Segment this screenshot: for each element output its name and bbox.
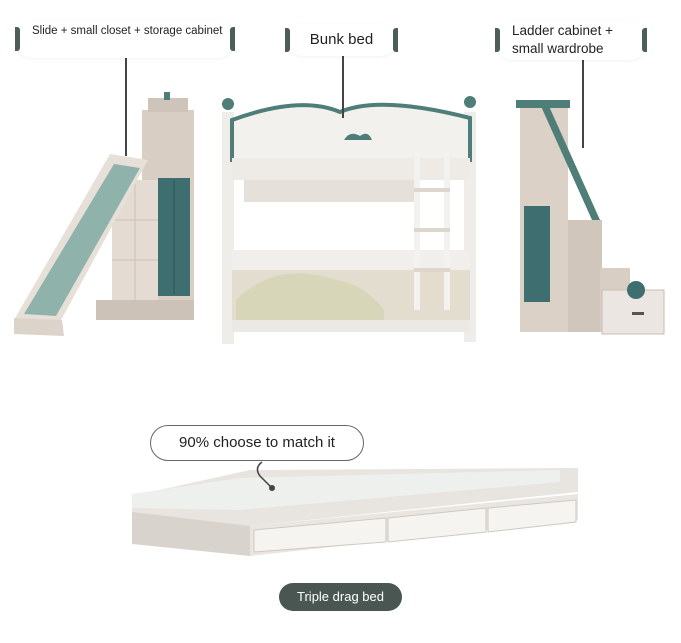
slide-cabinet-image	[14, 92, 194, 336]
label-cap-right	[230, 27, 235, 51]
label-cap-left	[285, 28, 290, 52]
label-cap-left	[495, 28, 500, 52]
match-note-label: 90% choose to match it	[150, 425, 364, 461]
bunk-bed-label: Bunk bed	[285, 24, 398, 56]
bunk-bed-image	[222, 96, 476, 344]
bunk-label-connector	[342, 56, 344, 118]
match-note-text: 90% choose to match it	[179, 434, 335, 451]
label-cap-right	[393, 28, 398, 52]
ladder-label-connector	[582, 60, 584, 148]
ladder-cabinet-label: Ladder cabinet + small wardrobe	[495, 20, 647, 60]
bunk-bed-label-text: Bunk bed	[309, 31, 374, 48]
slide-cabinet-label-text: Slide + small closet + storage cabinet	[32, 25, 223, 37]
label-cap-right	[642, 28, 647, 52]
slide-cabinet-label: Slide + small closet + storage cabinet	[15, 20, 235, 58]
drag-bed-badge: Triple drag bed	[279, 583, 402, 611]
slide-label-connector	[125, 58, 127, 156]
ladder-cabinet-label-text: Ladder cabinet + small wardrobe	[512, 23, 613, 56]
drag-bed-badge-text: Triple drag bed	[297, 589, 384, 604]
drag-bed-image	[132, 461, 578, 556]
ladder-cabinet-image	[516, 100, 665, 335]
label-cap-left	[15, 27, 20, 51]
